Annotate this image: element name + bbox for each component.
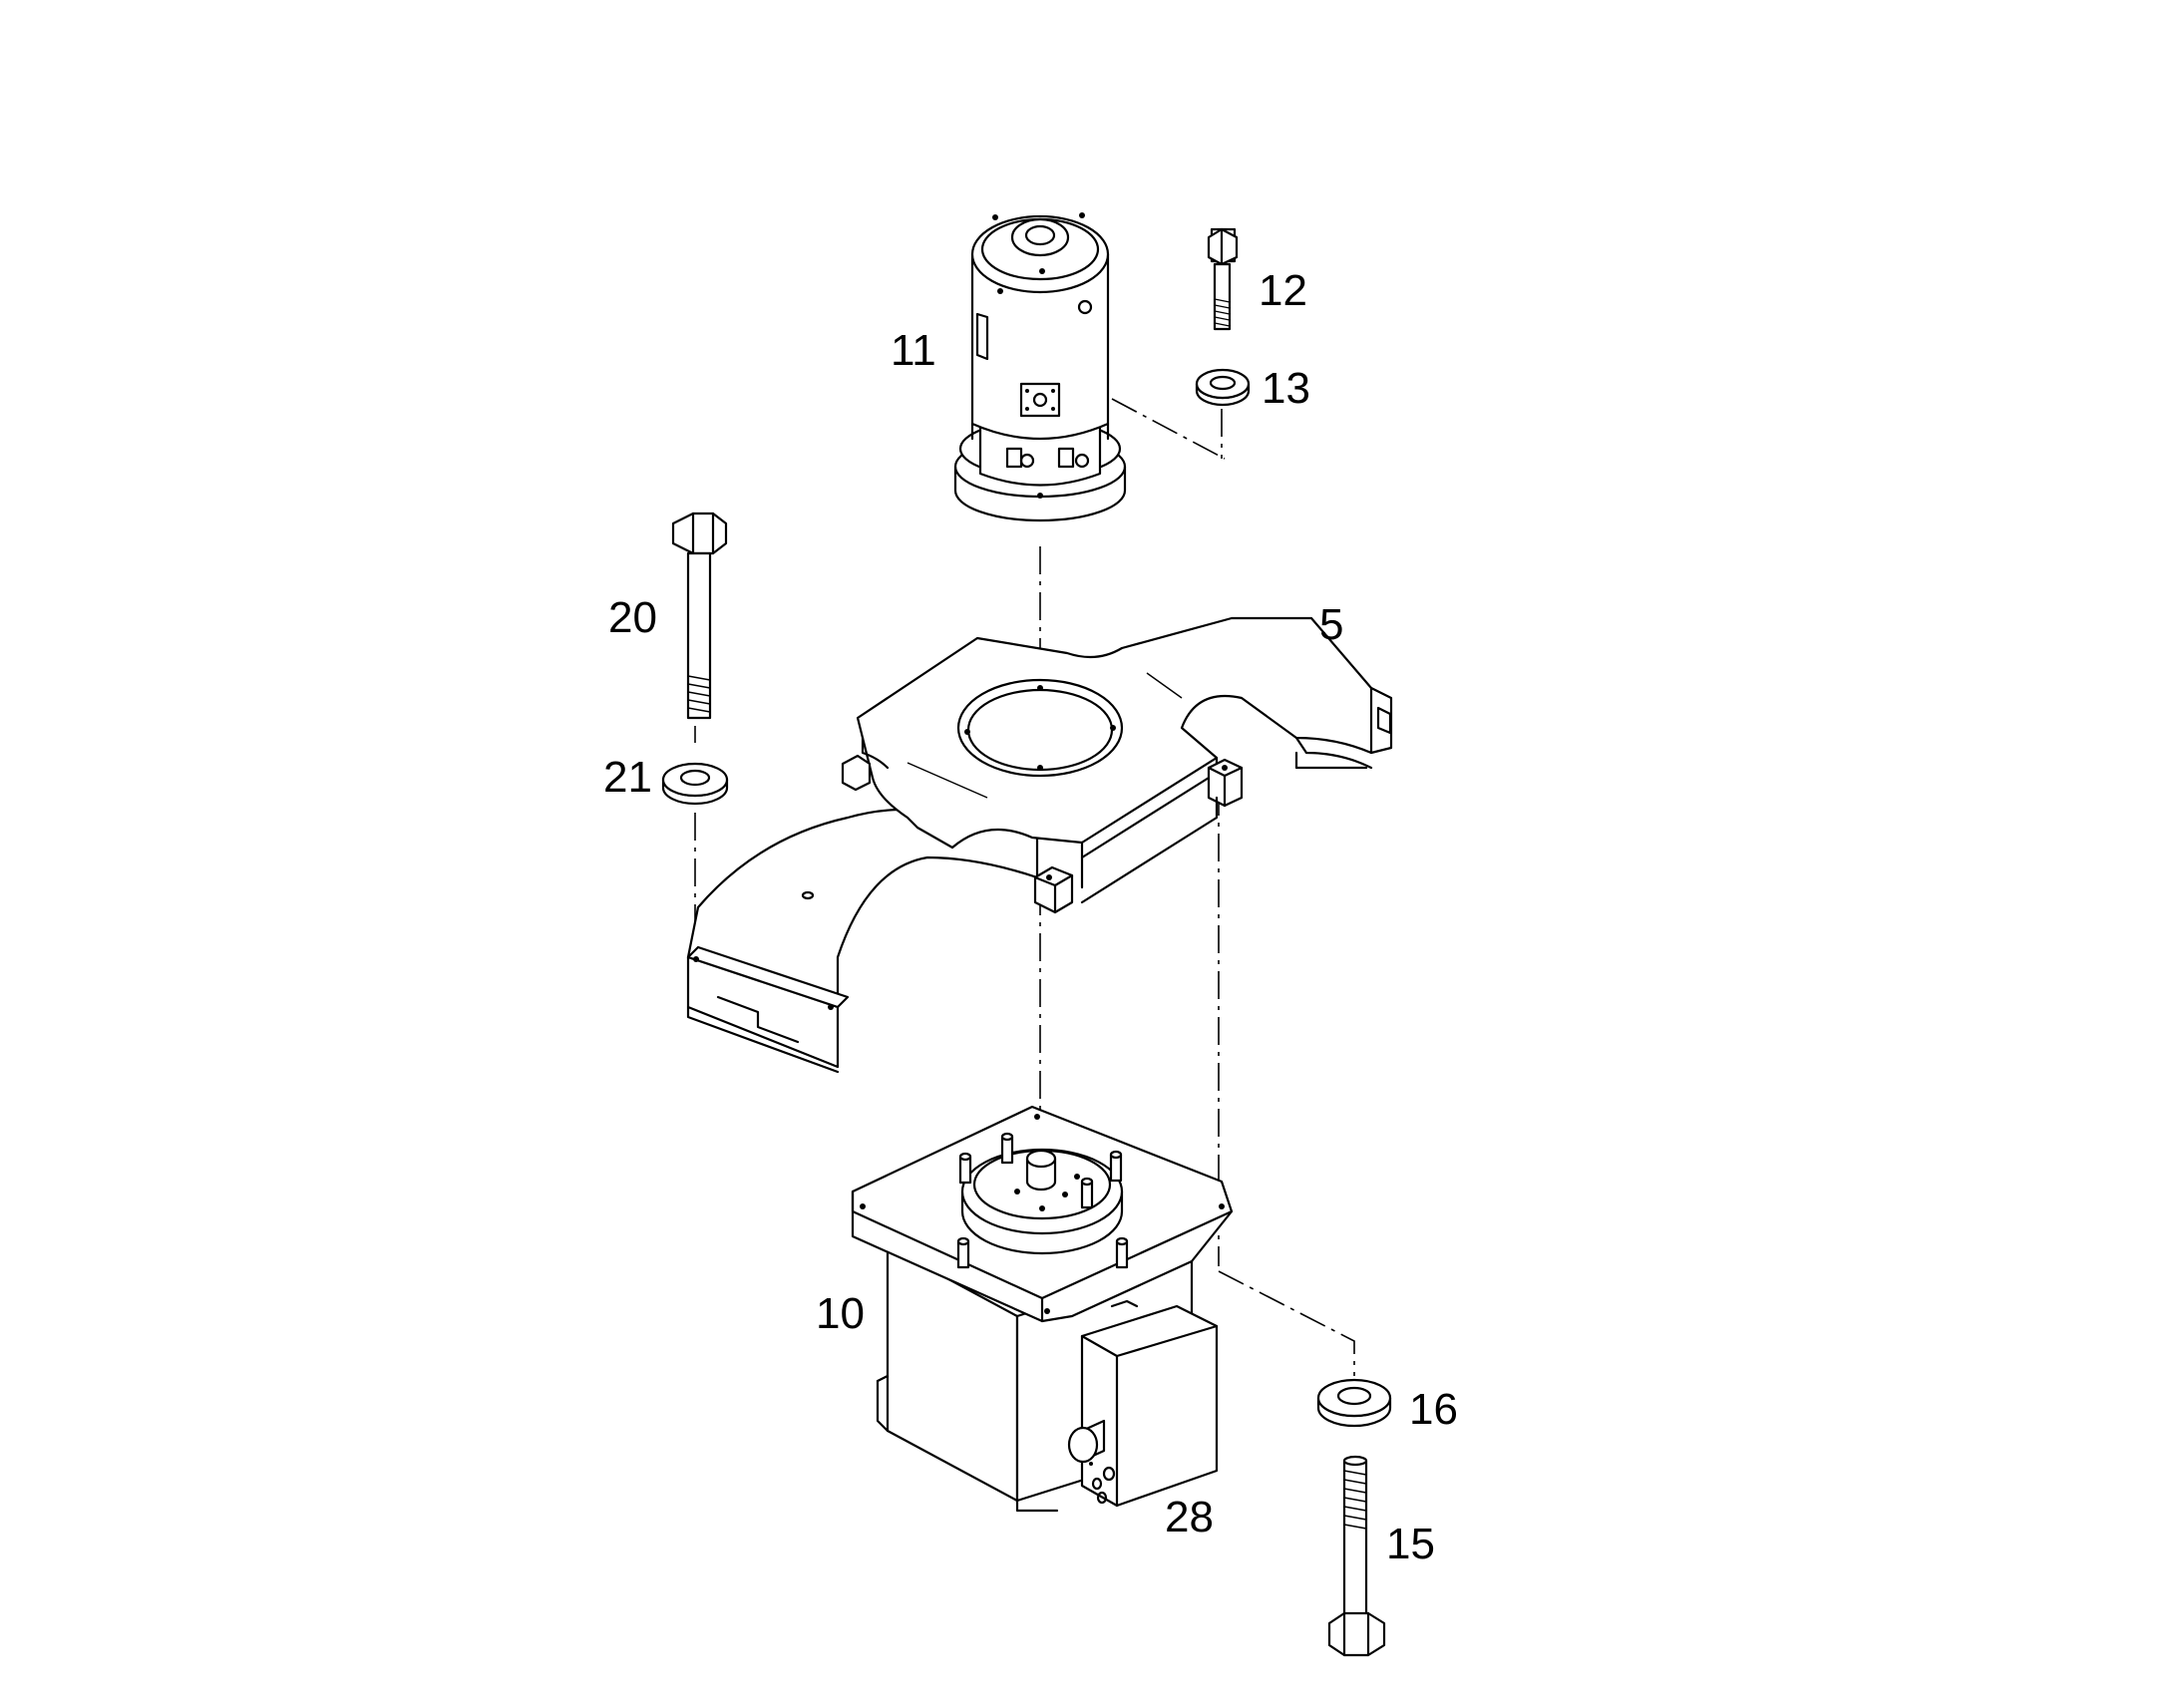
callout-12: 12 <box>1259 266 1307 315</box>
callout-28: 28 <box>1165 1493 1214 1541</box>
callout-5: 5 <box>1319 600 1344 649</box>
callout-21: 21 <box>603 753 652 802</box>
bolt-part-15 <box>1327 1455 1386 1657</box>
washer-part-21 <box>661 762 729 806</box>
bolt-part-20 <box>671 512 728 720</box>
bolt-part-12 <box>1207 227 1239 331</box>
washer-part-16 <box>1316 1378 1392 1428</box>
callout-13: 13 <box>1262 364 1310 413</box>
callout-10: 10 <box>816 1289 865 1338</box>
motor-part-11 <box>953 212 1127 522</box>
callout-16: 16 <box>1409 1385 1458 1434</box>
bracket-part-5 <box>686 616 1393 1074</box>
callout-11: 11 <box>891 326 936 375</box>
callout-20: 20 <box>608 593 657 642</box>
box-part-28 <box>1067 1299 1219 1508</box>
washer-part-13 <box>1195 368 1251 407</box>
callout-15: 15 <box>1386 1520 1435 1568</box>
